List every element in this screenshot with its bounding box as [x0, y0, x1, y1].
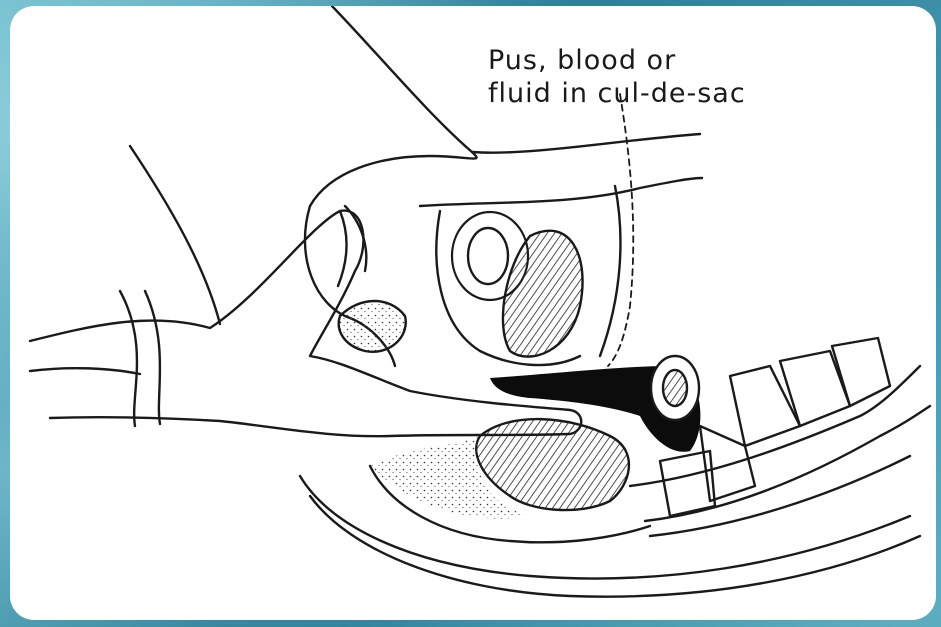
label-line-2: fluid in cul-de-sac [488, 77, 746, 110]
label-line-1: Pus, blood or [488, 44, 746, 77]
cul-de-sac-label: Pus, blood or fluid in cul-de-sac [488, 44, 746, 110]
anatomy-illustration [10, 6, 936, 620]
posterior-mass [476, 419, 629, 510]
illustration-panel: Pus, blood or fluid in cul-de-sac [10, 6, 936, 620]
abdomen-outline [472, 134, 700, 153]
abdominal-wall-line [332, 6, 472, 152]
rectum-shape [503, 231, 583, 357]
